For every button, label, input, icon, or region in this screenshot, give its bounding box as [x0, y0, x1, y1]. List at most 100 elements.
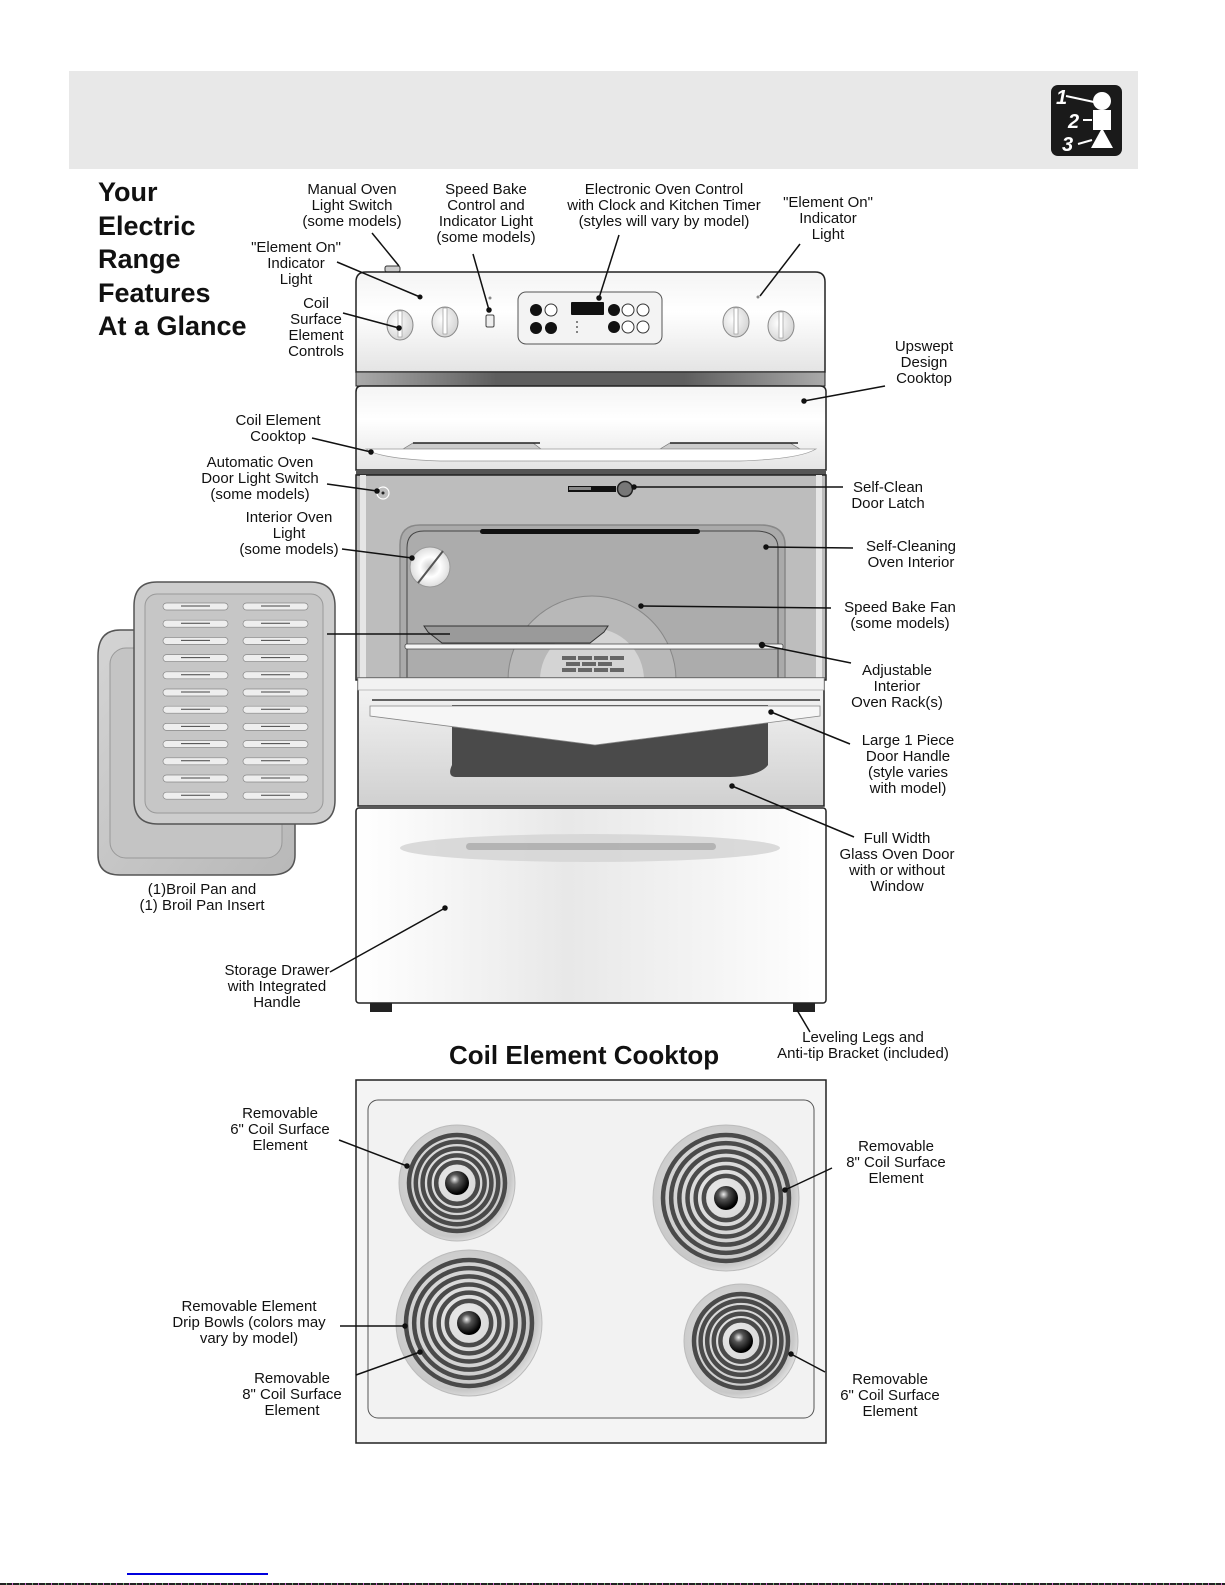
label-drip-bowls: Removable Element Drip Bowls (colors may… [172, 1298, 326, 1347]
label-interior-oven-light: Interior Oven Light (some models) [239, 509, 339, 558]
manual-oven-light-switch[interactable] [384, 265, 401, 273]
header-banner [69, 71, 1138, 169]
knob[interactable] [386, 309, 414, 341]
label-speed-bake-fan: Speed Bake Fan (some models) [844, 599, 956, 632]
label-upswept-cooktop: Upswept Design Cooktop [894, 338, 954, 387]
coil-ring [701, 1173, 751, 1223]
label-glass-door: Full Width Glass Oven Door with or witho… [839, 830, 955, 895]
leader-lines [311, 232, 886, 1376]
control-button[interactable] [621, 320, 635, 334]
speed-bake-light [488, 296, 492, 300]
control-button[interactable] [636, 320, 650, 334]
coil-ring [444, 1298, 494, 1348]
storage-drawer[interactable] [355, 807, 827, 1012]
coil-ring [685, 1157, 767, 1239]
coil-ring [691, 1291, 791, 1391]
label-self-cleaning-interior: Self-Cleaning Oven Interior [865, 538, 957, 571]
knob[interactable] [767, 310, 795, 342]
svg-text:1: 1 [1056, 87, 1067, 109]
coil-ring [693, 1165, 759, 1231]
oven-cavity [355, 474, 827, 681]
coil-ring [433, 1159, 481, 1207]
broil-pan-insert [133, 581, 336, 825]
coil-ring [677, 1149, 775, 1247]
up-arrow-button[interactable] [608, 304, 620, 316]
coil-ring [704, 1304, 778, 1378]
footer-link[interactable] [127, 1573, 268, 1575]
label-electronic-oven-control: Electronic Oven Control with Clock and K… [567, 181, 761, 230]
clock-display [571, 302, 604, 315]
svg-text:2: 2 [1067, 111, 1079, 133]
label-door-handle: Large 1 Piece Door Handle (style varies … [861, 732, 955, 797]
label-auto-door-light-switch: Automatic Oven Door Light Switch (some m… [201, 454, 319, 503]
coil-ring [698, 1298, 784, 1384]
title-line: Features [98, 277, 211, 308]
coil-ring [420, 1146, 494, 1220]
coil-ring [427, 1153, 487, 1213]
upswept-cooktop [355, 385, 827, 471]
coil-ring [413, 1139, 501, 1227]
burner-left-rear [398, 1124, 516, 1242]
control-button[interactable] [530, 304, 542, 316]
down-arrow-button[interactable] [608, 321, 620, 333]
control-button[interactable] [544, 303, 558, 317]
burner-right-rear [652, 1124, 800, 1272]
oven-door [357, 677, 825, 807]
broil-pan-on-rack [423, 625, 609, 644]
control-button[interactable] [545, 322, 557, 334]
label-coil-element-cooktop: Coil Element Cooktop [235, 412, 321, 445]
element-on-light-right [756, 295, 760, 299]
coil-hub [445, 1171, 469, 1195]
label-storage-drawer: Storage Drawer with Integrated Handle [224, 962, 330, 1011]
coil-hub [714, 1186, 738, 1210]
control-button[interactable] [621, 303, 635, 317]
label-right-top-element: Removable 8" Coil Surface Element [846, 1138, 946, 1187]
steps-1-2-3-icon: 1 2 3 [1051, 85, 1122, 156]
coil-ring [403, 1257, 535, 1389]
svg-text:3: 3 [1062, 134, 1073, 156]
cooktop-edge [356, 470, 826, 475]
electronic-oven-control [517, 291, 663, 345]
label-leveling-legs: Leveling Legs and Anti-tip Bracket (incl… [777, 1029, 949, 1062]
backguard-band [355, 371, 826, 387]
oven-rack[interactable] [404, 643, 784, 650]
control-panel [355, 265, 826, 373]
coil-hub [729, 1329, 753, 1353]
title-line: At a Glance [98, 311, 247, 341]
burner-left-front [395, 1249, 543, 1397]
control-button[interactable] [636, 303, 650, 317]
cooktop-section-title: Coil Element Cooktop [449, 1040, 720, 1070]
control-button[interactable] [530, 322, 542, 334]
label-element-on-left: "Element On" Indicator Light [251, 239, 341, 288]
label-broil-pan: (1)Broil Pan and (1) Broil Pan Insert [139, 881, 265, 914]
speed-bake-button[interactable] [485, 314, 495, 328]
coil-ring [411, 1265, 527, 1381]
knob[interactable] [431, 306, 459, 338]
self-clean-latch[interactable] [568, 486, 616, 492]
label-left-bottom-element: Removable 8" Coil Surface Element [242, 1370, 342, 1419]
knob[interactable] [722, 306, 750, 338]
leveling-leg [793, 1003, 815, 1012]
label-left-top-element: Removable 6" Coil Surface Element [230, 1105, 330, 1154]
page-title: Your Electric Range Features At a Glance [98, 176, 247, 344]
coil-ring [711, 1311, 771, 1371]
label-coil-surface-controls: Coil Surface Element Controls [288, 295, 344, 360]
page-bottom-rule [0, 1583, 1225, 1585]
coil-ring [718, 1318, 764, 1364]
label-oven-racks: Adjustable Interior Oven Rack(s) [851, 662, 943, 711]
burner-right-front [683, 1283, 799, 1399]
door-handle[interactable] [369, 705, 821, 746]
coil-ring [406, 1132, 508, 1234]
label-element-on-right: "Element On" Indicator Light [783, 194, 873, 243]
title-line: Range [98, 244, 181, 274]
coil-ring [420, 1274, 518, 1372]
coil-ring [668, 1140, 784, 1256]
label-self-clean-latch: Self-Clean Door Latch [851, 479, 925, 512]
leveling-leg [370, 1003, 392, 1012]
coil-ring [436, 1290, 502, 1356]
coil-ring [428, 1282, 510, 1364]
coil-ring [660, 1132, 792, 1264]
title-line: Electric [98, 210, 196, 241]
coil-hub [457, 1311, 481, 1335]
